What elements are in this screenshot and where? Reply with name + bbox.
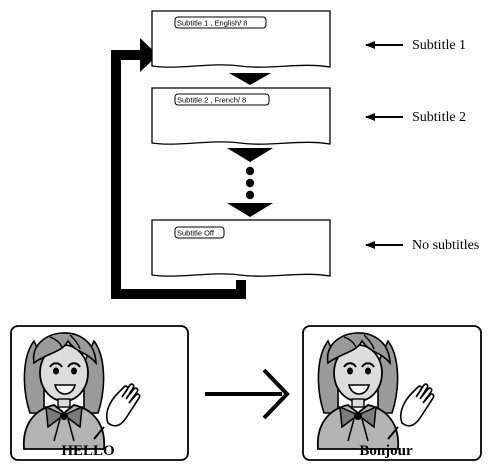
callout-label: Subtitle 2 — [412, 110, 466, 125]
return-loop-arrowhead-icon — [140, 38, 158, 72]
osd-label-frame — [174, 226, 225, 239]
callout-subtitle-2: Subtitle 2 — [365, 110, 466, 125]
subtitle-caption: HELLO — [61, 443, 114, 459]
osd-label-frame — [174, 16, 267, 29]
subtitle-caption: Bonjour — [359, 443, 413, 459]
callout-label: Subtitle 1 — [412, 38, 466, 53]
down-arrow-icon — [227, 148, 273, 162]
ellipsis-dot — [245, 166, 255, 176]
osd-label: Subtitle 1 , English/ 8 — [177, 19, 247, 28]
callout-subtitle-1: Subtitle 1 — [365, 38, 466, 53]
osd-label-frame — [174, 93, 270, 106]
down-arrow-icon — [229, 73, 271, 85]
ellipsis-dot — [245, 190, 255, 200]
example-panel-after: Bonjour — [302, 325, 482, 461]
callout-label: No subtitles — [412, 238, 479, 253]
screen-subtitle-2: Subtitle 2 , French/ 8 — [151, 87, 331, 145]
return-loop-path — [111, 50, 246, 299]
callout-no-subtitles: No subtitles — [365, 238, 479, 253]
screen-subtitle-1: Subtitle 1 , English/ 8 — [151, 10, 331, 68]
down-arrow-icon — [227, 203, 273, 217]
osd-label: Subtitle Off — [177, 229, 215, 238]
screen-subtitle-off: Subtitle Off — [151, 219, 331, 277]
ellipsis-dot — [245, 178, 255, 188]
example-panel-before: HELLO — [10, 325, 189, 461]
osd-label: Subtitle 2 , French/ 8 — [177, 96, 246, 105]
change-arrow-icon — [205, 368, 290, 420]
